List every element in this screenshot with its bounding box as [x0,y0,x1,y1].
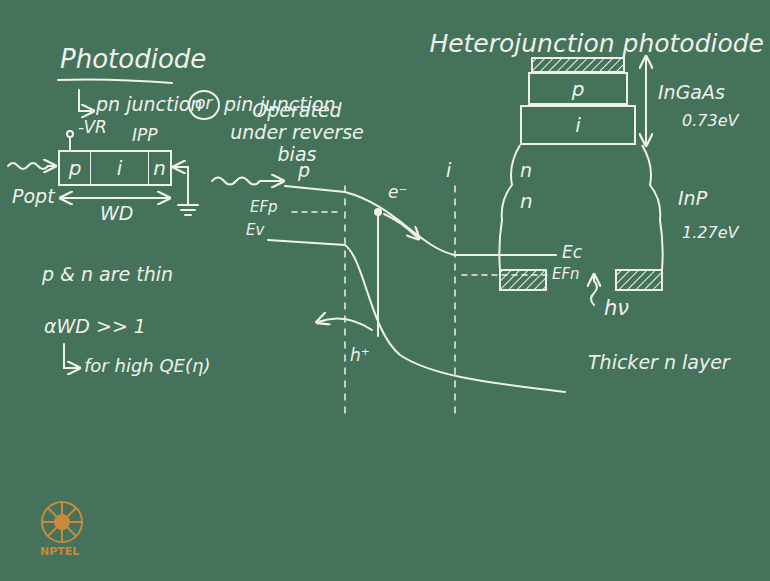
chalk-stroke [268,240,565,392]
layer-text: i [575,113,581,137]
bandgap-label: 1.27eV [682,224,738,242]
chalk-stroke [377,213,379,336]
note-text: for high QE(η) [84,356,210,377]
chalk-stroke [318,318,372,330]
region-label: n [520,160,532,182]
voltage-label: -VR [78,118,107,138]
note-text: Thicker n layer [588,352,730,374]
logo-text: NPTEL [40,546,79,559]
note-text: pn junction [96,94,202,116]
width-label: WD [100,203,133,225]
chalk-stroke [292,211,342,213]
layer-text: p [69,156,82,180]
chalk-stroke [645,58,647,144]
chalk-stroke [58,79,172,83]
chalk-stroke [172,167,188,204]
region-label: i [446,160,451,182]
chalk-stroke [616,270,662,290]
layer-text: i [117,156,123,180]
chalk-stroke [178,205,198,215]
chalk-stroke [532,58,624,72]
layer-text: n [520,189,533,213]
carrier-label: h⁺ [350,346,370,366]
note-text: or [195,94,212,114]
chalk-stroke [500,270,546,290]
energy-label: EFp [250,199,278,216]
n-region-box: n [148,150,172,186]
material-label: InGaAs [658,82,725,104]
p-region-box: p [58,150,90,186]
chalk-lines [8,58,662,420]
chalk-stroke [79,90,92,111]
note-text: Operated under reverse bias [222,100,372,166]
photon-label: hν [604,296,629,320]
optical-power-label: Popt [12,186,55,208]
material-label: InP [678,188,707,210]
substrate-edge [499,145,662,270]
chalk-stroke [69,137,71,150]
current-label: IPP [132,126,158,146]
bandgap-label: 0.73eV [682,112,738,130]
chalk-stroke [384,214,418,238]
i-layer: i [520,105,636,145]
energy-label: Ec [562,243,582,263]
chalk-stroke [591,276,597,305]
energy-label: EFn [552,266,580,283]
condition-text: αWD >> 1 [44,316,146,338]
chalk-stroke [62,197,168,199]
p-layer: p [528,72,628,105]
chalk-stroke [212,178,282,185]
i-region-box: i [90,150,148,186]
energy-label: Ev [246,222,264,239]
nptel-logo [42,502,82,542]
layer-text: p [572,77,585,101]
chalk-stroke [8,163,54,169]
note-text: p & n are thin [42,264,173,286]
chalk-stroke [64,344,78,368]
chalk-stroke [42,502,82,542]
region-label: p [298,160,310,182]
title-text: Heterojunction photodiode [429,30,764,59]
electron-dot [374,208,382,216]
chalk-stroke [175,166,186,168]
layer-text: n [153,156,166,180]
chalk-stroke [42,502,82,542]
title-text: Photodiode [60,45,206,75]
carrier-label: e⁻ [388,183,407,203]
